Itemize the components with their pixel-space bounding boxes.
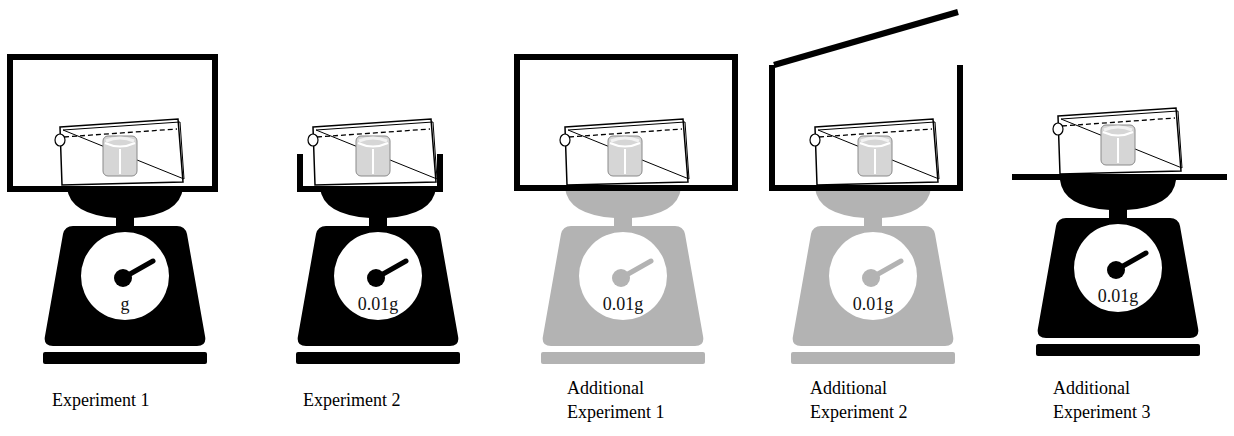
dial-reading: 0.01g bbox=[1098, 286, 1139, 306]
dial-face: 0.01g bbox=[334, 232, 422, 320]
scale bbox=[1036, 180, 1200, 356]
dial-reading: 0.01g bbox=[853, 294, 894, 314]
scale bbox=[296, 188, 460, 364]
scale-greyed bbox=[791, 188, 955, 364]
dial-face: 0.01g bbox=[579, 232, 667, 320]
flat-plate bbox=[1012, 174, 1227, 180]
experiment-caption: Additional Experiment 1 bbox=[567, 376, 687, 424]
ice-bag bbox=[810, 119, 939, 185]
dial-face: 0.01g bbox=[829, 232, 917, 320]
dial-reading: 0.01g bbox=[358, 294, 399, 314]
ice-bag bbox=[560, 119, 689, 185]
open-lid-box bbox=[772, 65, 960, 188]
ice-bag bbox=[1053, 108, 1182, 174]
experiment-caption: Additional Experiment 3 bbox=[1053, 376, 1173, 424]
scale bbox=[43, 188, 207, 364]
closed-box bbox=[517, 57, 735, 188]
closed-box bbox=[10, 57, 215, 189]
experiment-caption: Experiment 1 bbox=[52, 388, 252, 412]
ice-bag bbox=[55, 119, 184, 185]
dial-face: g bbox=[81, 232, 169, 320]
box-lid bbox=[774, 12, 958, 65]
dial-reading: g bbox=[121, 294, 130, 314]
dial-face: 0.01g bbox=[1074, 224, 1162, 312]
scale-greyed bbox=[541, 188, 705, 364]
experiment-caption: Experiment 2 bbox=[303, 388, 503, 412]
open-tray bbox=[300, 154, 440, 189]
ice-bag bbox=[308, 119, 437, 185]
experiment-caption: Additional Experiment 2 bbox=[810, 376, 930, 424]
dial-reading: 0.01g bbox=[603, 294, 644, 314]
